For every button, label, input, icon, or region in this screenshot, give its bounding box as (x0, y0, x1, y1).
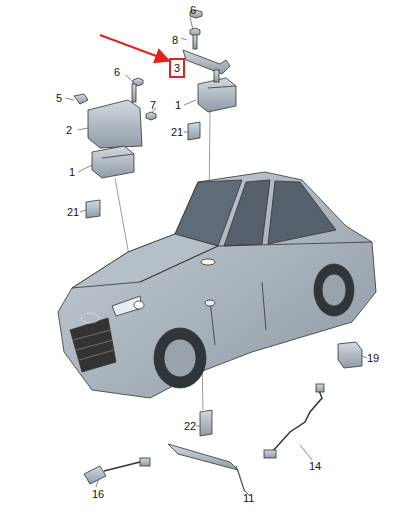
callout-number: 21 (171, 126, 183, 138)
callout-number: 22 (184, 420, 196, 432)
callout-number: 6 (114, 66, 120, 78)
callout-number: 14 (309, 460, 321, 472)
callout-number: 7 (150, 99, 156, 111)
pointer-arrow (100, 35, 167, 60)
car-body (58, 172, 376, 398)
callout-number: 19 (367, 352, 379, 364)
parts (74, 10, 362, 496)
callout-number: 11 (243, 492, 254, 504)
callout-number: 5 (56, 92, 62, 104)
callout-number: 1 (175, 99, 181, 111)
highlight-box: 3 (169, 58, 185, 78)
callout-number: 1 (69, 166, 75, 178)
callout-number: 8 (172, 34, 178, 46)
callout-number: 6 (190, 4, 196, 16)
callout-number: 21 (67, 206, 79, 218)
callout-number: 16 (92, 488, 104, 500)
callout-number: 2 (66, 124, 72, 136)
callout-number: 3 (171, 60, 183, 76)
